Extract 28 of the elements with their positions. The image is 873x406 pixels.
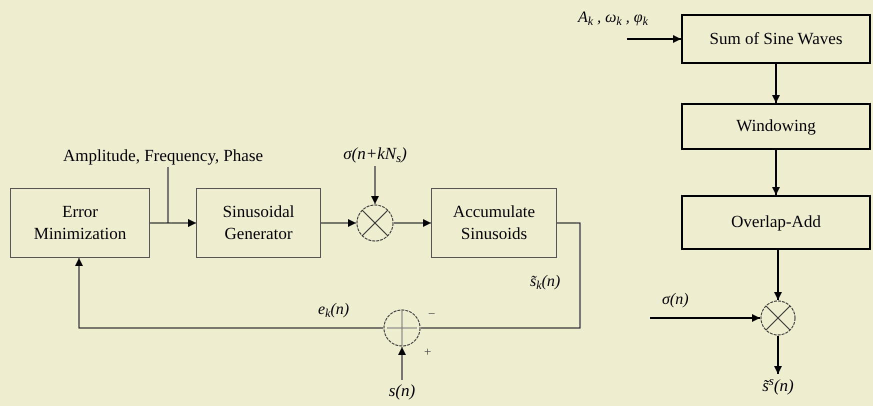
process-box: Sum of Sine Waves (681, 14, 871, 64)
arrow (398, 346, 406, 380)
signal-label: s̃$^{s}$(n) (750, 374, 806, 398)
arrow (772, 150, 780, 195)
arrow (772, 64, 780, 103)
process-box: Accumulate Sinusoids (431, 188, 557, 258)
process-box: Windowing (681, 103, 871, 150)
sign-label: − (428, 305, 436, 323)
edge-label: e$_{k}$(n) (318, 300, 350, 322)
arrow (394, 219, 432, 227)
edge-label: s̃$_{k}$(n) (530, 272, 560, 294)
process-box: Error Minimization (10, 188, 150, 258)
arrow (320, 219, 356, 227)
signal-label: s(n) (382, 380, 422, 402)
process-box: Sinusoidal Generator (196, 188, 321, 258)
arrow (627, 35, 681, 43)
arrow (774, 336, 782, 374)
input-label: Amplitude, Frequency, Phase (28, 145, 298, 167)
arrow (650, 314, 760, 322)
sign-label: + (424, 343, 432, 361)
arrow (371, 166, 379, 204)
arrow (774, 250, 782, 300)
process-box: Overlap-Add (681, 195, 871, 250)
signal-label: σ(n+kN$_{s}$) (330, 142, 420, 166)
edge-label: A$_{k}$ , ω$_{k}$ , φ$_{k}$ (578, 8, 648, 30)
edge-label: σ(n) (662, 290, 689, 310)
arrow (75, 258, 384, 328)
arrow (168, 166, 196, 227)
